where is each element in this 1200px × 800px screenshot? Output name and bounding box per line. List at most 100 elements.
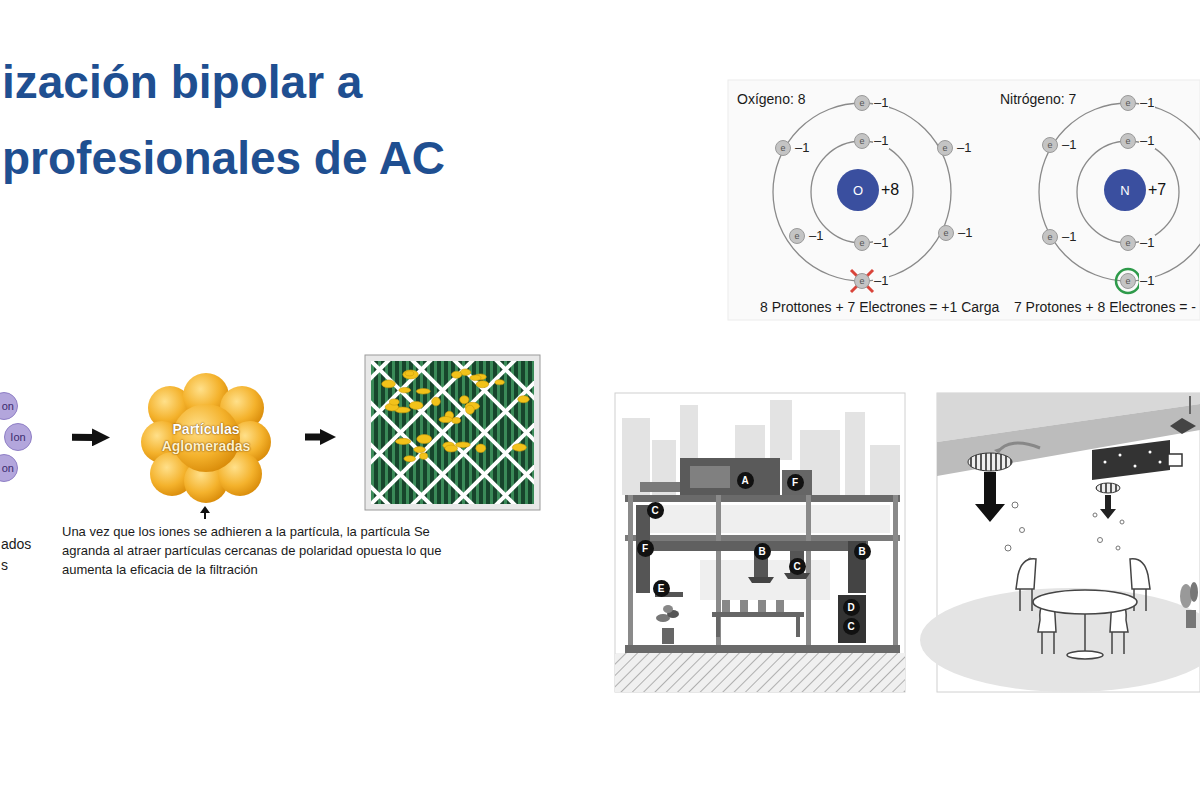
filter-frame-strut — [371, 361, 520, 504]
charge-text: –1 — [956, 140, 972, 156]
charge-text: –1 — [1139, 133, 1155, 149]
filter-lattice — [371, 361, 534, 504]
callout-letter: A — [737, 472, 754, 489]
trapped-particle — [476, 444, 486, 452]
trapped-particle — [518, 396, 530, 403]
ion-circle: on — [0, 392, 18, 420]
room-illustration-line — [1189, 396, 1191, 414]
room-illustration-g-circle — [1149, 451, 1152, 454]
building-illustration-rect — [640, 482, 686, 492]
trapped-particle — [439, 416, 452, 422]
charge-text: +7 — [1148, 180, 1166, 200]
room-illustration-g-line — [1084, 614, 1086, 652]
room-illustration-g-circle — [1119, 454, 1122, 457]
atom-panel-rect — [728, 80, 1200, 320]
charge-text: –1 — [873, 133, 889, 149]
flow-arrow — [72, 434, 94, 441]
room-illustration-g-circle — [1134, 465, 1137, 468]
electron-circle: e–1 — [854, 133, 870, 149]
charge-caption: 7 Protones + 8 Electrones = - — [1014, 298, 1196, 316]
electron-circle: e–1 — [1120, 95, 1136, 111]
charge-text: –1 — [1061, 137, 1077, 153]
trapped-particle — [396, 438, 411, 444]
node-text: on — [2, 462, 14, 474]
room-illustration-g-path — [1016, 559, 1036, 589]
filter-frame-strut — [371, 361, 478, 504]
plant-ellipse — [663, 605, 673, 613]
page-title: ización bipolar a profesionales de AC — [2, 44, 487, 196]
atom-panel-circle — [773, 103, 951, 281]
electron-circle: e–1 — [1120, 235, 1136, 251]
node-text: e — [942, 144, 947, 153]
building-illustration-g — [712, 612, 804, 637]
filter-frame-strut — [533, 361, 534, 504]
callout-letter: B — [854, 543, 871, 560]
filter-frame-strut — [371, 361, 436, 504]
node-text: e — [1047, 233, 1052, 242]
node-text: e — [859, 99, 864, 108]
trapped-particle — [403, 370, 419, 379]
atom-panel — [728, 80, 1200, 320]
building-illustration-g-rect — [716, 617, 720, 637]
filter-frame-strut — [491, 361, 534, 504]
charge-text: –1 — [1139, 95, 1155, 111]
room-illustration-ellipse — [968, 453, 1012, 471]
room-illustration-g — [1005, 502, 1124, 562]
charge-caption: 8 Prottones + 7 Electrones = +1 Carga — [760, 298, 999, 316]
node-text: Partículas — [173, 421, 240, 438]
trapped-particle — [445, 445, 458, 452]
plant-rect — [662, 628, 674, 644]
callout-letter: F — [637, 540, 654, 557]
trapped-particle — [512, 444, 526, 452]
trapped-particle — [416, 389, 430, 395]
node-text: e — [859, 137, 864, 146]
room-illustration-g-ellipse — [1067, 651, 1103, 659]
trapped-particle — [452, 417, 461, 423]
nucleus-circle: O+8 — [837, 169, 879, 211]
trapped-particle — [389, 399, 399, 405]
room-plant-ellipse — [1190, 582, 1198, 602]
room-illustration-g-circle — [1120, 520, 1124, 524]
node-text: e — [859, 277, 864, 286]
room-illustration-g-circle — [1020, 528, 1025, 533]
room-illustration-polygon — [1170, 418, 1196, 434]
trapped-particle — [432, 397, 441, 406]
node-text: e — [1125, 137, 1130, 146]
callout-letter: D — [843, 599, 860, 616]
element-name: Oxígeno: 8 — [737, 90, 806, 108]
trapped-particle — [417, 435, 432, 444]
building-illustration-g-rect — [893, 495, 898, 645]
ion-circle: Ion — [4, 423, 32, 451]
trapped-particle — [414, 447, 426, 453]
trapped-particle — [405, 371, 414, 376]
filter-frame-strut — [407, 361, 534, 504]
charge-text: –1 — [794, 140, 810, 156]
building-illustration-g-rect — [796, 617, 800, 637]
filter-frame-strut — [533, 361, 534, 504]
building-illustration-g-rect — [722, 600, 730, 612]
room-illustration-g-circle — [1116, 546, 1120, 550]
building-illustration-g — [722, 600, 784, 612]
room-illustration-g-path — [1130, 559, 1150, 589]
particle-cluster: PartículasAglomeradas — [140, 372, 272, 504]
node-text: Ion — [10, 431, 25, 443]
node-text: e — [1125, 99, 1130, 108]
electron-circle: e–1 — [854, 235, 870, 251]
node-text: e — [859, 239, 864, 248]
room-illustration-g-circle — [1005, 545, 1011, 551]
charge-text: –1 — [1061, 229, 1077, 245]
ion-flow-decor-path — [200, 506, 210, 513]
building-illustration-rect — [782, 470, 812, 495]
charge-text: –1 — [957, 225, 973, 241]
charge-text: –1 — [1139, 235, 1155, 251]
electron-circle: e–1 — [789, 228, 805, 244]
building-illustration-g-rect — [845, 412, 865, 495]
room-illustration-g — [1104, 451, 1162, 468]
node-text: N — [1120, 183, 1129, 198]
building-illustration-rect — [615, 393, 905, 692]
room-illustration-g-path — [1042, 632, 1054, 654]
process-caption: Una vez que los iones se adhieren a la p… — [62, 522, 462, 579]
building-illustration-g — [640, 505, 890, 600]
callout-letter: E — [653, 580, 670, 597]
